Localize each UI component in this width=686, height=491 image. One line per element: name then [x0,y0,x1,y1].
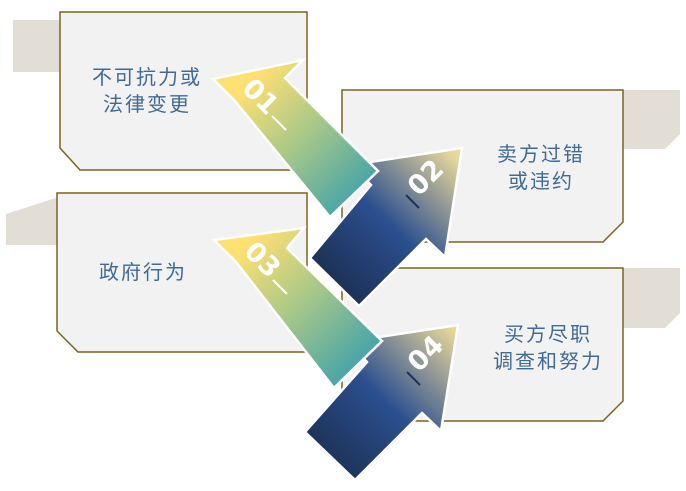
step-01-label: 不可抗力或 法律变更 [92,65,202,116]
arrow-01-mark [271,115,287,131]
arrow-02-mark [405,194,420,209]
card-4-tab [622,268,680,328]
step-02-label: 卖方过错 或违约 [497,142,585,193]
card-3-tab [6,196,62,245]
arrow-01 [210,57,380,219]
step-03-label: 政府行为 [99,260,187,284]
arrow-03 [211,226,384,390]
step-04-label: 买方尽职 调查和努力 [493,322,603,373]
card-3 [56,192,308,353]
card-1 [59,11,308,171]
arrow-04-mark [406,371,421,386]
card-1-tab [13,20,60,72]
card-2-tab [622,90,680,149]
arrow-03-mark [272,279,288,295]
